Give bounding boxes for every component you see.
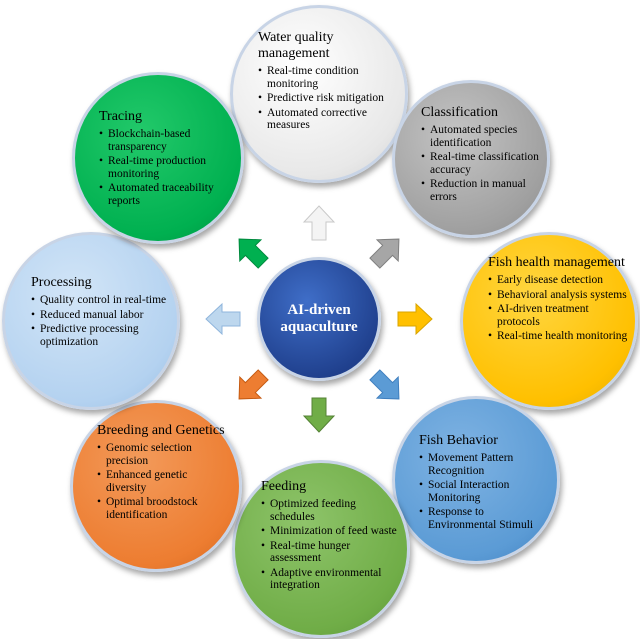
bullet-item: Optimal broodstock identification <box>97 496 227 521</box>
bullet-item: Real-time hunger assessment <box>261 540 397 565</box>
bullet-item: Optimized feeding schedules <box>261 498 397 523</box>
center-hub: AI-driven aquaculture <box>257 257 381 381</box>
bullet-item: Real-time condition monitoring <box>258 65 390 90</box>
node-title: Fish health management <box>488 255 625 270</box>
bullet-item: Minimization of feed waste <box>261 525 397 538</box>
arrow-to-feeding <box>302 397 336 433</box>
arrow-to-processing <box>205 302 241 336</box>
arrow-to-tracing <box>238 238 269 269</box>
node-fish-health: Fish health management Early disease det… <box>460 232 638 410</box>
bullet-item: Social Interaction Monitoring <box>419 479 551 504</box>
bullet-item: Quality control in real-time <box>31 294 171 307</box>
node-title: Fish Behavior <box>419 433 498 448</box>
bullet-item: AI-driven treatment protocols <box>488 303 630 328</box>
node-title: Classification <box>421 105 498 120</box>
node-bullet-list: Genomic selection precision Enhanced gen… <box>97 442 227 521</box>
arrow-to-fish-behavior <box>369 369 400 400</box>
node-title: Feeding <box>261 479 307 494</box>
node-bullet-list: Movement Pattern Recognition Social Inte… <box>419 452 551 531</box>
arrow-to-fish-health <box>397 302 433 336</box>
node-water-quality: Water quality management Real-time condi… <box>230 5 408 183</box>
bullet-item: Automated species identification <box>421 124 539 149</box>
node-bullet-list: Blockchain-based transparency Real-time … <box>99 128 227 207</box>
bullet-item: Reduced manual labor <box>31 309 171 322</box>
arrow-to-classification <box>369 238 400 269</box>
bullet-item: Behavioral analysis systems <box>488 289 630 302</box>
bullet-item: Adaptive environmental integration <box>261 567 397 592</box>
node-title: Tracing <box>99 109 143 124</box>
bullet-item: Predictive risk mitigation <box>258 92 390 105</box>
bullet-item: Response to Environmental Stimuli <box>419 506 551 531</box>
bullet-item: Real-time health monitoring <box>488 330 630 343</box>
node-bullet-list: Early disease detection Behavioral analy… <box>488 274 630 343</box>
node-bullet-list: Real-time condition monitoring Predictiv… <box>258 65 390 132</box>
node-breeding-genetics: Breeding and Genetics Genomic selection … <box>70 400 242 572</box>
center-label: AI-driven aquaculture <box>280 302 358 335</box>
bullet-item: Predictive processing optimization <box>31 323 171 348</box>
bullet-item: Enhanced genetic diversity <box>97 469 227 494</box>
bullet-item: Reduction in manual errors <box>421 178 539 203</box>
bullet-item: Early disease detection <box>488 274 630 287</box>
bullet-item: Blockchain-based transparency <box>99 128 227 153</box>
node-feeding: Feeding Optimized feeding schedules Mini… <box>232 460 410 638</box>
bullet-item: Automated corrective measures <box>258 107 390 132</box>
node-bullet-list: Quality control in real-time Reduced man… <box>31 294 171 348</box>
node-fish-behavior: Fish Behavior Movement Pattern Recogniti… <box>392 396 560 564</box>
node-title: Water quality management <box>258 30 334 61</box>
arrow-to-water-quality <box>302 205 336 241</box>
node-classification: Classification Automated species identif… <box>392 80 550 238</box>
bullet-item: Real-time classification accuracy <box>421 151 539 176</box>
node-bullet-list: Optimized feeding schedules Minimization… <box>261 498 397 592</box>
node-processing: Processing Quality control in real-time … <box>2 232 180 410</box>
bullet-item: Genomic selection precision <box>97 442 227 467</box>
bullet-item: Movement Pattern Recognition <box>419 452 551 477</box>
node-bullet-list: Automated species identification Real-ti… <box>421 124 539 203</box>
arrow-to-breeding-genetics <box>238 369 269 400</box>
bullet-item: Automated traceability reports <box>99 182 227 207</box>
bullet-item: Real-time production monitoring <box>99 155 227 180</box>
node-tracing: Tracing Blockchain-based transparency Re… <box>72 72 244 244</box>
node-title: Processing <box>31 275 92 290</box>
node-title: Breeding and Genetics <box>97 423 225 438</box>
